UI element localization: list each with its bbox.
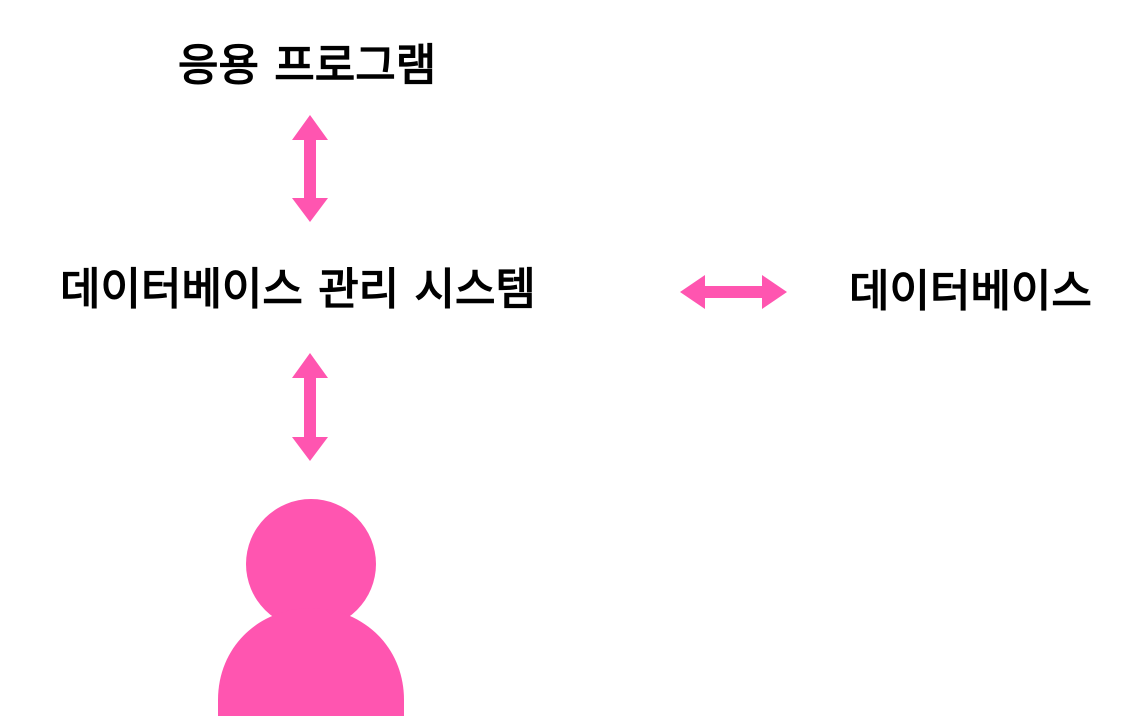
double-arrow-icon-dbms-user [292, 353, 328, 461]
database-label: 데이터베이스 [849, 266, 1092, 317]
double-arrow-icon-app-dbms [292, 115, 328, 222]
user-icon [218, 499, 404, 716]
double-arrow-icon-dbms-db [680, 275, 787, 309]
dbms-label: 데이터베이스 관리 시스템 [60, 264, 536, 315]
application-program-label: 응용 프로그램 [178, 40, 437, 91]
